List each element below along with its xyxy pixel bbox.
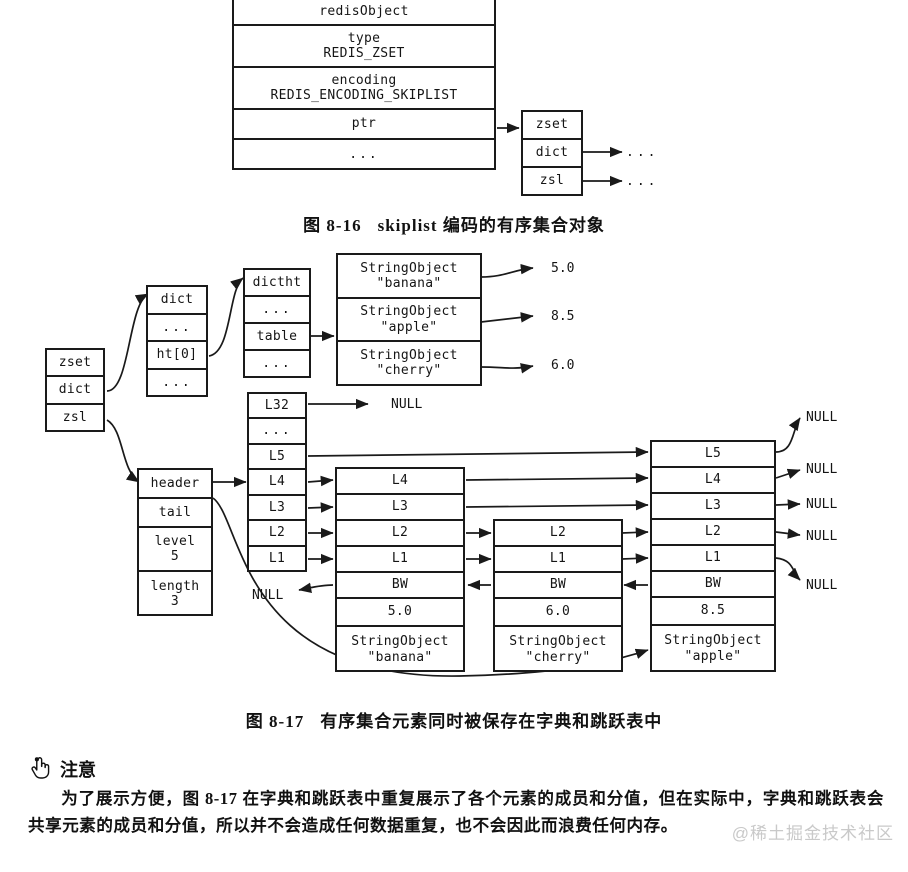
tail-null-l1: NULL: [806, 578, 838, 593]
banana-level-l3: L3: [337, 495, 463, 521]
fig17-dictht-title: dictht: [245, 270, 309, 297]
banana-level-l1: L1: [337, 547, 463, 573]
skiplist-node-banana: L4 L3 L2 L1 BW 5.0 StringObject "banana": [335, 467, 465, 672]
header-level-l3: L3: [249, 496, 305, 522]
redis-object-type: type REDIS_ZSET: [234, 26, 494, 68]
header-level-l32: L32: [249, 394, 305, 420]
fig17-zset-title: zset: [47, 350, 103, 378]
tail-null-l5: NULL: [806, 410, 838, 425]
fig16-zset-zsl: zsl: [539, 173, 565, 189]
header-level-gap: ...: [249, 419, 305, 445]
skiplist-header-levels: L32 ... L5 L4 L3 L2 L1: [247, 392, 307, 572]
skiplist-backward-null: NULL: [252, 588, 284, 603]
banana-score: 5.0: [337, 599, 463, 627]
dict-entry-value-banana: 5.0: [551, 261, 575, 276]
apple-level-l2: L2: [652, 520, 774, 546]
hand-pointer-icon: [28, 756, 54, 782]
header-level-l1: L1: [268, 550, 286, 566]
fig17-dict-ht0: ht[0]: [148, 342, 206, 370]
apple-level-l3: L3: [652, 494, 774, 520]
dict-entry-value-cherry: 6.0: [551, 358, 575, 373]
zskiplist-length-field: length 3: [150, 578, 200, 609]
dict-entry-value-apple: 8.5: [551, 309, 575, 324]
figure-8-16-number: 图 8-16: [303, 216, 362, 235]
tail-null-l2: NULL: [806, 529, 838, 544]
tail-null-l4: NULL: [806, 462, 838, 477]
cherry-backward: BW: [495, 573, 621, 599]
zskiplist-level-field: level 5: [139, 528, 211, 572]
redis-object-box: redisObject type REDIS_ZSET encoding RED…: [232, 0, 496, 170]
fig17-dict-entries: StringObject "banana" StringObject "appl…: [336, 253, 482, 386]
figure-8-17-caption: 图 8-17 有序集合元素同时被保存在字典和跳跃表中: [0, 707, 908, 732]
redis-object-encoding: encoding REDIS_ENCODING_SKIPLIST: [234, 68, 494, 110]
apple-backward: BW: [652, 572, 774, 598]
note-header: 注意: [28, 756, 884, 782]
note-title: 注意: [60, 760, 96, 780]
fig17-dictht-more-2: ...: [262, 355, 292, 371]
dict-entry-key-cherry: StringObject "cherry": [360, 347, 458, 379]
fig17-dict-more-1: ...: [148, 315, 206, 342]
fig17-dict-box: dict ... ht[0] ...: [146, 285, 208, 397]
header-level-l5: L5: [249, 445, 305, 471]
cherry-score: 6.0: [495, 599, 621, 627]
zskiplist-tail-field: tail: [139, 499, 211, 528]
zskiplist-header-field: header: [139, 470, 211, 499]
skiplist-node-cherry: L2 L1 BW 6.0 StringObject "cherry": [493, 519, 623, 672]
apple-member: StringObject "apple": [664, 633, 762, 664]
redis-object-more: ...: [349, 147, 379, 163]
fig17-dict-title: dict: [148, 287, 206, 315]
figure-8-16-caption: 图 8-16 skiplist 编码的有序集合对象: [0, 211, 908, 236]
note-paragraph-text: 为了展示方便，图 8-17 在字典和跳跃表中重复展示了各个元素的成员和分值，但在…: [28, 789, 884, 835]
dict-entry-key-banana: StringObject "banana": [338, 255, 480, 299]
skiplist-node-apple: L5 L4 L3 L2 L1 BW 8.5 StringObject "appl…: [650, 440, 776, 672]
fig17-zset-dict: dict: [47, 377, 103, 405]
fig16-dict-target: ...: [626, 145, 659, 160]
redis-object-ptr: ptr: [234, 110, 494, 140]
fig16-zsl-target: ...: [626, 174, 659, 189]
note-paragraph: 为了展示方便，图 8-17 在字典和跳跃表中重复展示了各个元素的成员和分值，但在…: [28, 786, 884, 839]
banana-level-l4: L4: [337, 469, 463, 495]
fig17-dictht-more-1: ...: [245, 297, 309, 324]
fig17-dict-more-2: ...: [162, 374, 192, 390]
apple-level-l5: L5: [652, 442, 774, 468]
header-l32-null: NULL: [391, 397, 423, 412]
fig17-zskiplist-box: header tail level 5 length 3: [137, 468, 213, 616]
tail-null-l3: NULL: [806, 497, 838, 512]
fig16-zset-title: zset: [523, 112, 581, 140]
apple-level-l1: L1: [652, 546, 774, 572]
fig17-zset-zsl: zsl: [62, 409, 88, 425]
fig16-zset-dict: dict: [523, 140, 581, 168]
apple-score: 8.5: [652, 598, 774, 626]
banana-level-l2: L2: [337, 521, 463, 547]
watermark: @稀土掘金技术社区: [731, 824, 894, 843]
note-callout: 注意 为了展示方便，图 8-17 在字典和跳跃表中重复展示了各个元素的成员和分值…: [28, 756, 884, 839]
apple-level-l4: L4: [652, 468, 774, 494]
header-level-l2: L2: [249, 521, 305, 547]
cherry-level-l2: L2: [495, 521, 621, 547]
figure-8-16-title: skiplist 编码的有序集合对象: [377, 216, 605, 235]
dict-entry-key-apple: StringObject "apple": [338, 299, 480, 343]
cherry-member: StringObject "cherry": [509, 634, 607, 665]
redis-object-title: redisObject: [234, 0, 494, 26]
banana-backward: BW: [337, 573, 463, 599]
figure-8-17-number: 图 8-17: [245, 712, 305, 731]
cherry-level-l1: L1: [495, 547, 621, 573]
figure-8-17-title: 有序集合元素同时被保存在字典和跳跃表中: [320, 712, 663, 731]
header-level-l4: L4: [249, 470, 305, 496]
fig16-zset-box: zset dict zsl: [521, 110, 583, 196]
fig17-zset-box: zset dict zsl: [45, 348, 105, 432]
fig17-dictht-box: dictht ... table ...: [243, 268, 311, 378]
banana-member: StringObject "banana": [351, 634, 449, 665]
fig17-dictht-table: table: [245, 324, 309, 351]
